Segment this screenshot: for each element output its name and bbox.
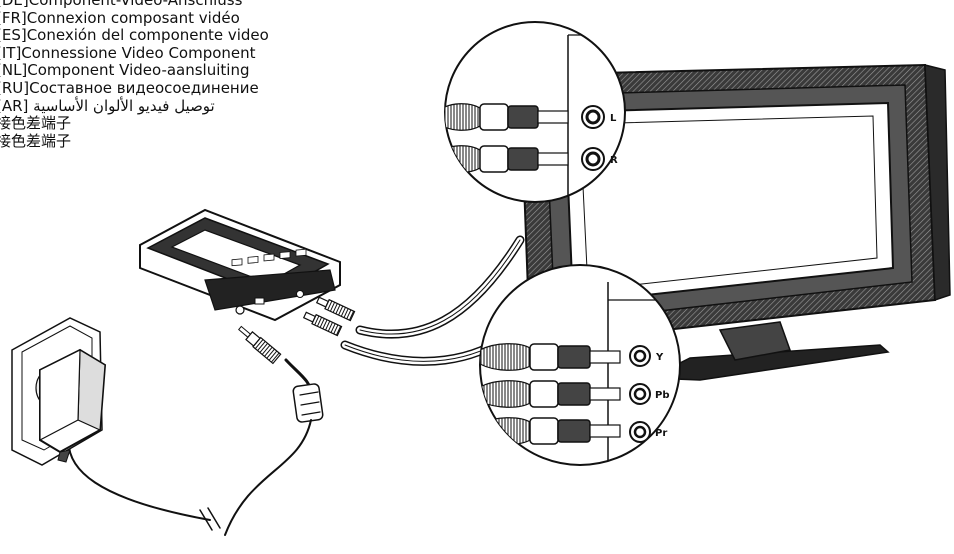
component-jack-callout: Y Pb Pr <box>479 264 681 466</box>
component-plug-y <box>480 343 621 371</box>
caption-nl: [NL]Component Video-aansluiting <box>0 61 250 80</box>
jack-label-y: Y <box>655 352 664 363</box>
jack-label-pr: Pr <box>655 428 667 439</box>
caption-list: [DE]Component-Video-Anschluss [FR]Connex… <box>0 0 269 150</box>
media-player <box>139 208 341 322</box>
jack-label-r: R <box>610 155 618 166</box>
component-plug-pb <box>480 380 621 408</box>
caption-zh-2: 接色差端子 <box>0 131 72 150</box>
caption-zh-1: 接色差端子 <box>0 114 72 133</box>
caption-ru: [RU]Составное видеосоединение <box>0 78 259 97</box>
jack-label-pb: Pb <box>655 390 670 401</box>
power-adapter <box>39 348 107 463</box>
caption-de: [DE]Component-Video-Anschluss <box>0 0 243 9</box>
caption-es: [ES]Conexión del componente video <box>0 26 269 45</box>
device-plugs <box>302 296 356 337</box>
power-cable <box>67 325 324 536</box>
jack-label-l: L <box>610 113 617 124</box>
caption-fr: [FR]Connexion composant vidéo <box>0 8 240 27</box>
audio-jack-callout: L R <box>444 21 626 203</box>
caption-it: [IT]Connessione Video Component <box>0 43 256 62</box>
audio-plug-left <box>445 103 569 131</box>
caption-ar: توصيل فيديو الألوان الأساسية [AR] <box>0 96 215 115</box>
